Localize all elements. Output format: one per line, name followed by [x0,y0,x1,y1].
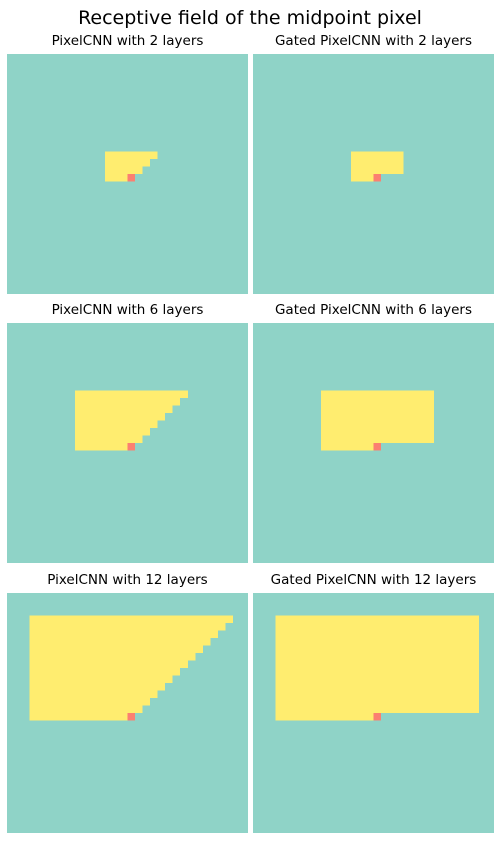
panel-title: Gated PixelCNN with 6 layers [274,302,473,318]
receptive-field-row [104,159,151,167]
receptive-field-row [74,405,173,413]
receptive-field-row [350,159,404,167]
midpoint-pixel [373,174,382,182]
receptive-field-row [29,615,233,623]
panel-title: PixelCNN with 12 layers [47,572,208,588]
midpoint-pixel [127,713,136,721]
figure-title: Receptive field of the midpoint pixel [78,7,422,29]
receptive-field-row [320,405,434,413]
receptive-field-row [29,675,173,683]
receptive-field-row [320,428,434,436]
receptive-field-row [275,660,479,668]
receptive-field-row [350,174,382,182]
receptive-field-row [29,645,203,653]
receptive-field-row [275,653,479,661]
receptive-field-row [320,435,434,443]
receptive-field-heatmap [253,593,494,833]
receptive-field-row [74,420,158,428]
receptive-field-row [74,428,151,436]
midpoint-pixel [373,713,382,721]
panel-title: PixelCNN with 2 layers [51,33,204,49]
receptive-field-row [29,713,136,721]
receptive-field-row [275,675,479,683]
receptive-field-row [320,443,382,451]
receptive-field-row [275,638,479,646]
receptive-field-row [74,443,136,451]
receptive-field-row [74,413,166,421]
receptive-field-row [104,174,136,182]
receptive-field-row [74,390,188,398]
receptive-field-heatmap [7,323,248,563]
receptive-field-row [320,413,434,421]
receptive-field-row [275,623,479,631]
receptive-field-row [29,653,196,661]
receptive-field-row [320,420,434,428]
receptive-field-row [29,690,158,698]
receptive-field-row [29,683,166,691]
receptive-field-row [29,623,226,631]
midpoint-pixel [373,443,382,451]
receptive-field-row [320,398,434,406]
receptive-field-row [275,690,479,698]
receptive-field-row [275,683,479,691]
receptive-field-row [275,645,479,653]
receptive-field-row [275,713,382,721]
midpoint-pixel [127,174,136,182]
receptive-field-heatmap [7,54,248,294]
receptive-field-row [350,166,404,174]
panel-title: Gated PixelCNN with 12 layers [270,572,477,588]
receptive-field-row [275,668,479,676]
receptive-field-row [104,151,158,159]
panel-title: PixelCNN with 6 layers [51,302,204,318]
receptive-field-row [29,638,211,646]
panel-title: Gated PixelCNN with 2 layers [274,33,473,49]
receptive-field-row [29,705,143,713]
receptive-field-row [275,705,479,713]
receptive-field-row [275,630,479,638]
receptive-field-row [29,698,151,706]
receptive-field-row [29,668,181,676]
receptive-field-row [320,390,434,398]
receptive-field-heatmap [253,54,494,294]
receptive-field-heatmap [7,593,248,833]
receptive-field-row [275,698,479,706]
receptive-field-row [29,630,218,638]
receptive-field-row [29,660,188,668]
receptive-field-row [275,615,479,623]
receptive-field-heatmap [253,323,494,563]
receptive-field-row [350,151,404,159]
receptive-field-row [104,166,143,174]
receptive-field-row [74,435,143,443]
midpoint-pixel [127,443,136,451]
receptive-field-row [74,398,181,406]
